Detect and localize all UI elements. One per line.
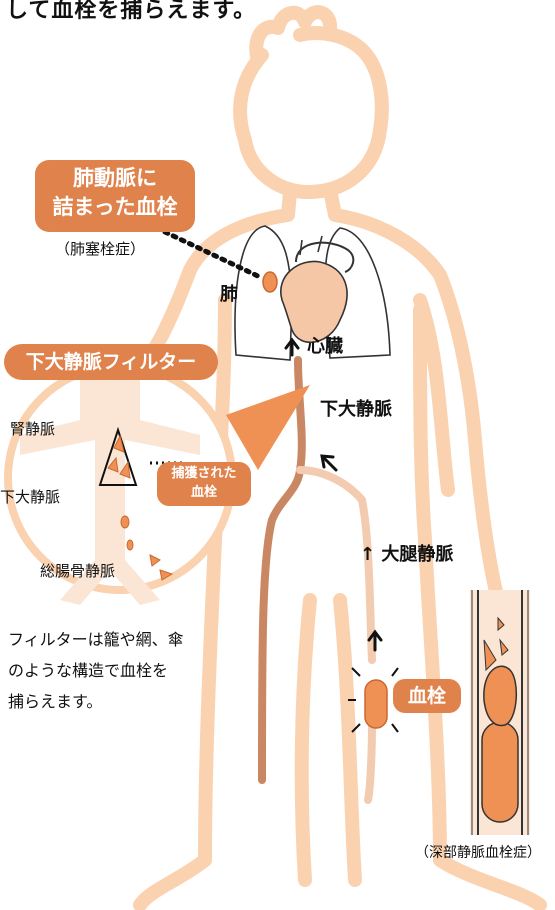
lungs-heart xyxy=(234,225,391,361)
leg-clot xyxy=(348,667,405,733)
inset-renal-vein: 腎静脈 xyxy=(10,420,56,438)
pulmonary-callout-line1: 肺動脈に xyxy=(73,166,157,190)
femoral-label: ↑ 大腿静脈 xyxy=(360,544,454,565)
body-outline xyxy=(113,5,547,910)
top-caption: して血栓を捕らえます。 xyxy=(6,0,257,23)
leg-clot-badge: 血栓 xyxy=(393,679,461,713)
leg-vein xyxy=(258,356,306,784)
note-line-2: のような構造で血栓を xyxy=(8,661,169,680)
note-line-3: 捕らえます。 xyxy=(8,692,103,711)
leg-vein-2 xyxy=(296,466,376,804)
captured-line1: 捕獲された xyxy=(171,466,237,481)
lung-clot xyxy=(262,271,278,293)
heart-label: 心臓 xyxy=(307,336,343,357)
ivc-body-label: 下大静脈 xyxy=(320,399,392,420)
inset-iliac: 総腸骨静脈 xyxy=(40,562,116,580)
note-line-1: フィルターは籠や網、傘 xyxy=(8,630,184,649)
dvt-label: （深部静脈血栓症） xyxy=(415,845,541,861)
captured-clot-badge: 捕獲された 血栓 xyxy=(157,462,251,506)
dvt-vessel xyxy=(470,590,530,835)
pulmonary-clot-callout: 肺動脈に 詰まった血栓 xyxy=(35,160,195,232)
filter-cone xyxy=(98,426,138,486)
flow-arrows xyxy=(284,337,383,652)
pulmonary-callout-line2: 詰まった血栓 xyxy=(52,195,178,219)
callout-leader xyxy=(162,229,265,281)
filter-note: フィルターは籠や網、傘 のような構造で血栓を 捕らえます。 xyxy=(8,624,184,717)
filter-inset xyxy=(4,362,310,605)
inset-ivc: 下大静脈 xyxy=(0,488,61,506)
lung-label: 肺 xyxy=(220,284,238,305)
captured-line2: 血栓 xyxy=(190,485,217,500)
pe-label: （肺塞栓症） xyxy=(55,240,146,258)
filter-title-badge: 下大静脈フィルター xyxy=(4,344,218,380)
